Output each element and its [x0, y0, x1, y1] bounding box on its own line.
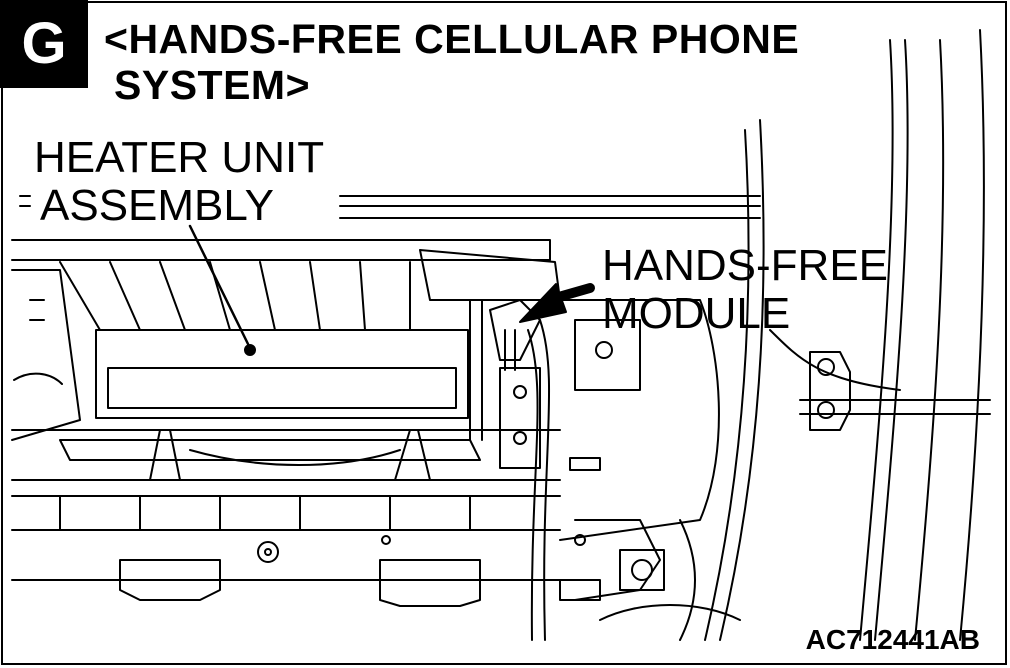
figure-code: AC712441AB	[805, 624, 980, 655]
module-label-line-2: MODULE	[602, 289, 791, 338]
heater-unit-label-line-2: ASSEMBLY	[40, 181, 274, 230]
lower-duct	[11, 429, 561, 607]
hands-free-module-label: HANDS-FREE MODULE	[602, 242, 888, 338]
section-badge: G	[0, 0, 88, 88]
door-pillar	[704, 29, 991, 641]
heater-unit-housing	[11, 239, 561, 441]
heater-leader-line	[188, 224, 256, 356]
heater-unit-label-line-1: HEATER UNIT	[34, 133, 325, 182]
module-bracket	[489, 299, 551, 641]
hinge-bracket	[809, 351, 851, 431]
title-line-1: <HANDS-FREE CELLULAR PHONE	[104, 16, 800, 62]
title-line-2: SYSTEM>	[114, 62, 311, 108]
side-panel	[559, 299, 741, 641]
dashboard-edge-lines	[19, 195, 761, 219]
module-label-line-1: HANDS-FREE	[602, 241, 889, 290]
module-arrow	[519, 283, 595, 323]
heater-unit-label: HEATER UNIT ASSEMBLY	[34, 134, 324, 230]
page-title: <HANDS-FREE CELLULAR PHONE SYSTEM>	[104, 16, 884, 108]
